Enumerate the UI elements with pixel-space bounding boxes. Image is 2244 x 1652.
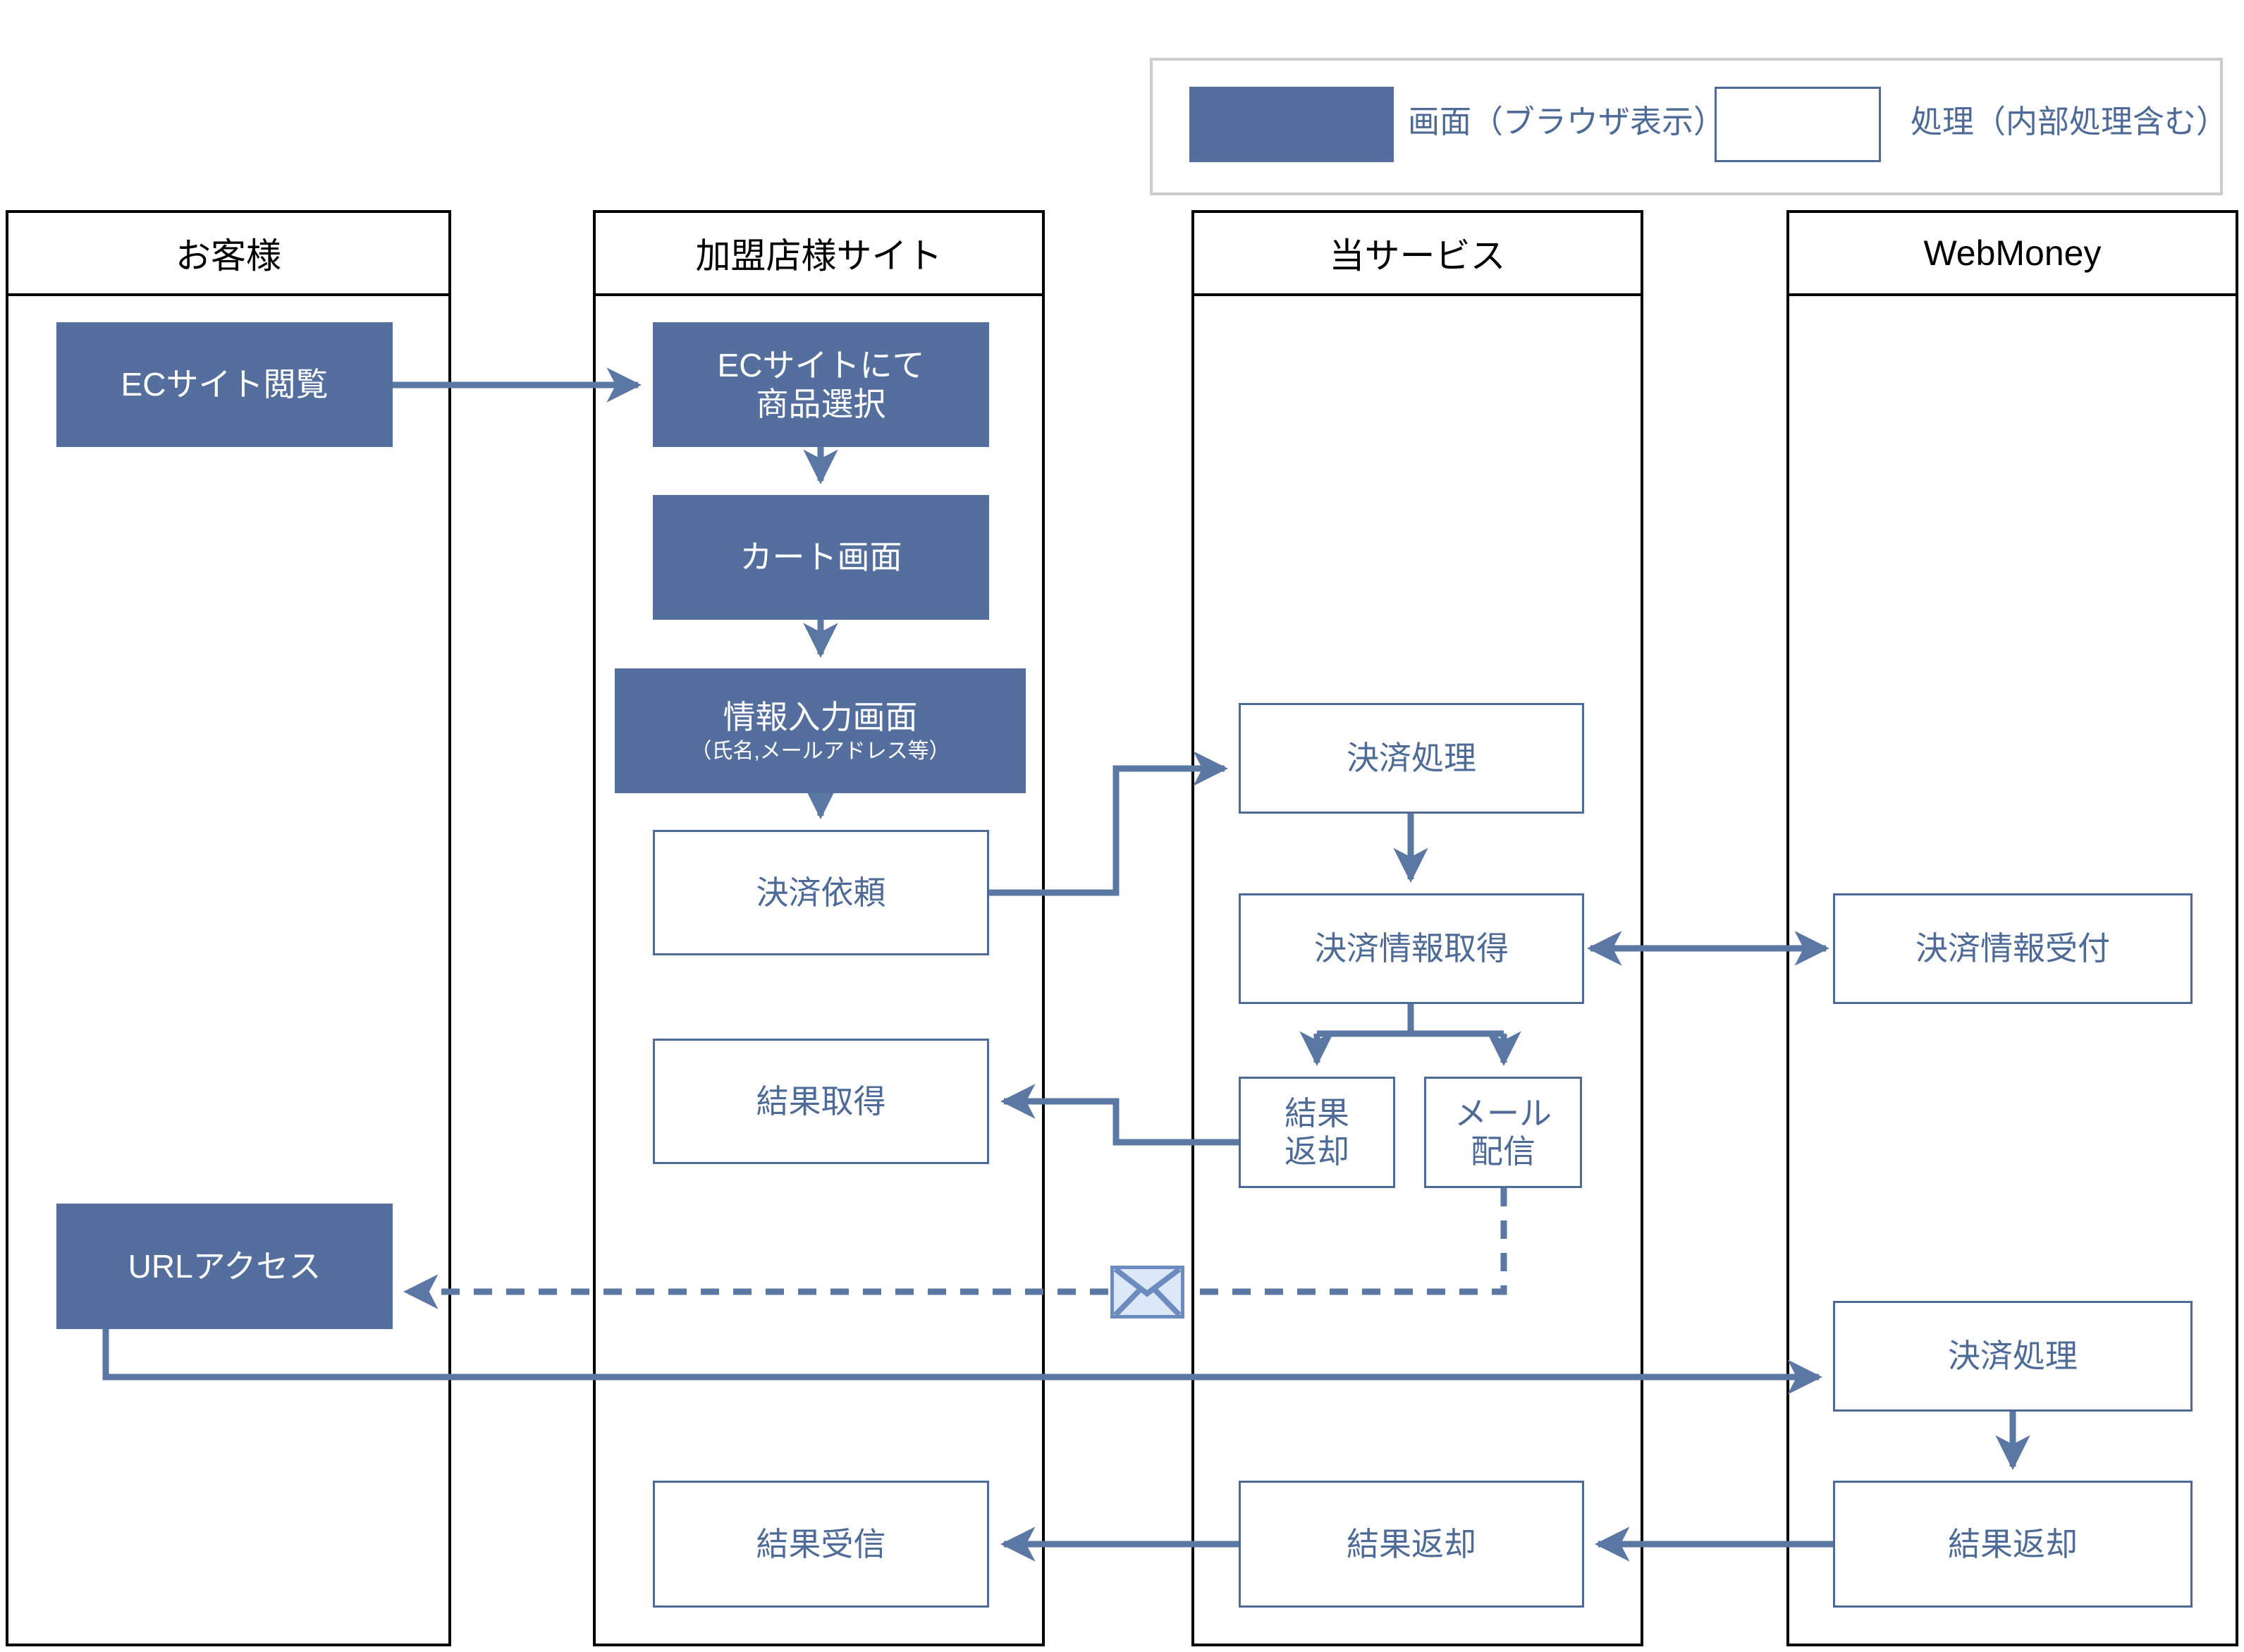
- lane-header-service: 当サービス: [1191, 210, 1643, 296]
- lane-customer: [6, 210, 451, 1646]
- legend-screen-swatch: [1189, 87, 1394, 162]
- lane-header-merchant: 加盟店様サイト: [593, 210, 1045, 296]
- node-payment-request[interactable]: 決済依頼: [653, 830, 989, 955]
- node-label: 決済情報取得: [1314, 930, 1509, 967]
- node-result-receive[interactable]: 結果受信: [653, 1481, 989, 1608]
- node-label: URLアクセス: [128, 1247, 321, 1285]
- node-label: 結果返却: [1347, 1525, 1476, 1562]
- node-service-payment-process[interactable]: 決済処理: [1239, 703, 1584, 814]
- node-sublabel: （氏名,メールアドレス等）: [690, 739, 950, 763]
- lane-header-webmoney: WebMoney: [1786, 210, 2238, 296]
- node-label: 結果受信: [756, 1525, 886, 1562]
- envelope-icon: [1110, 1266, 1184, 1318]
- node-label-line2: 商品選択: [756, 385, 886, 422]
- node-result-fetch[interactable]: 結果取得: [653, 1039, 989, 1164]
- node-service-mail-delivery[interactable]: メール 配信: [1424, 1077, 1582, 1188]
- lane-header-customer: お客様: [6, 210, 451, 296]
- node-service-result-return-final[interactable]: 結果返却: [1239, 1481, 1584, 1608]
- node-service-payment-info-fetch[interactable]: 決済情報取得: [1239, 893, 1584, 1004]
- node-label: メール: [1454, 1094, 1552, 1132]
- node-label: 決済処理: [1948, 1338, 2078, 1375]
- node-label: 決済処理: [1347, 740, 1476, 777]
- node-ec-select[interactable]: ECサイトにて 商品選択: [653, 322, 989, 447]
- node-label-line2: 配信: [1471, 1133, 1535, 1170]
- node-label: 情報入力画面: [723, 698, 918, 735]
- node-label: 結果取得: [756, 1082, 886, 1120]
- node-label-line2: 返却: [1285, 1133, 1349, 1170]
- node-label: 結果: [1285, 1094, 1349, 1132]
- legend-screen-label: 画面（ブラウザ表示）: [1408, 104, 1726, 140]
- node-label: カート画面: [740, 539, 902, 576]
- node-webmoney-info-receive[interactable]: 決済情報受付: [1833, 893, 2193, 1004]
- legend-process-label: 処理（内部処理含む）: [1911, 104, 2228, 140]
- legend-process-swatch: [1715, 87, 1881, 162]
- node-webmoney-payment-process[interactable]: 決済処理: [1833, 1301, 2193, 1412]
- node-label: 決済依頼: [756, 874, 886, 911]
- node-url-access[interactable]: URLアクセス: [56, 1204, 393, 1329]
- node-info-input-screen[interactable]: 情報入力画面 （氏名,メールアドレス等）: [615, 668, 1026, 793]
- node-webmoney-result-return[interactable]: 結果返却: [1833, 1481, 2193, 1608]
- node-label: 結果返却: [1948, 1525, 2078, 1562]
- node-cart-screen[interactable]: カート画面: [653, 495, 989, 620]
- node-label: ECサイトにて: [717, 347, 925, 384]
- node-label: ECサイト閲覧: [121, 366, 329, 403]
- node-ec-browse[interactable]: ECサイト閲覧: [56, 322, 393, 447]
- node-service-result-return[interactable]: 結果 返却: [1239, 1077, 1395, 1188]
- node-label: 決済情報受付: [1915, 930, 2110, 967]
